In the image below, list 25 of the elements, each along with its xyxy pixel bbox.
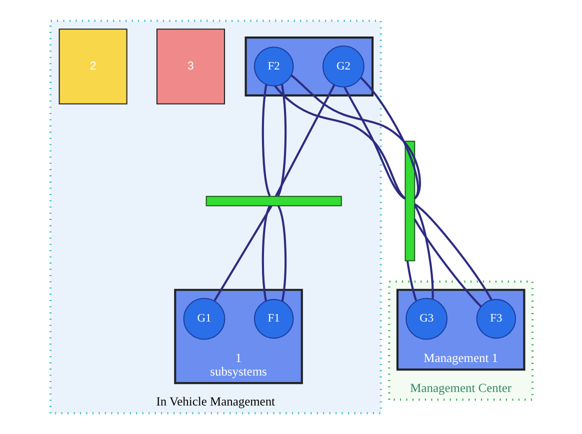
node-circle: G1 bbox=[182, 298, 225, 340]
connector bbox=[290, 74, 420, 200]
connector bbox=[360, 76, 418, 200]
node-box: 2 bbox=[58, 28, 127, 104]
connector bbox=[406, 260, 417, 301]
node-circle: F1 bbox=[253, 298, 294, 339]
connector bbox=[276, 84, 286, 196]
connector bbox=[274, 85, 406, 200]
connector bbox=[274, 84, 335, 197]
node-circle: G3 bbox=[405, 298, 448, 340]
connector bbox=[261, 206, 270, 302]
connector bbox=[413, 218, 482, 308]
node-circle: G2 bbox=[322, 46, 364, 88]
node-circle: F3 bbox=[476, 298, 516, 339]
node-bar bbox=[404, 140, 415, 262]
connector bbox=[413, 204, 434, 299]
cluster bbox=[244, 36, 374, 96]
node-bar bbox=[205, 196, 342, 206]
node-circle: F2 bbox=[253, 46, 294, 86]
connector bbox=[261, 84, 270, 196]
connector bbox=[213, 205, 272, 302]
node-box: 3 bbox=[156, 28, 225, 104]
connector bbox=[414, 203, 492, 300]
connector bbox=[343, 86, 406, 200]
connector bbox=[276, 206, 286, 302]
